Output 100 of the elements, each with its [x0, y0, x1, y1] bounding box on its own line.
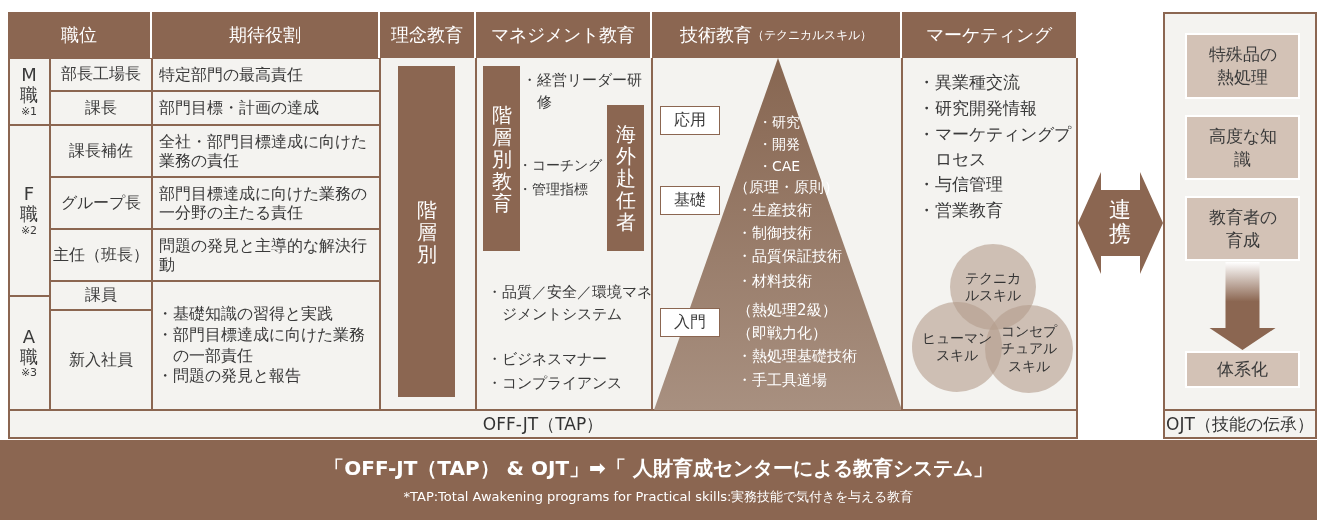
tag-text: 応用: [674, 110, 706, 131]
table-cell: [152, 125, 380, 177]
table-cell: [50, 310, 152, 410]
ojt-box: [1185, 351, 1300, 388]
arrow: [1078, 172, 1163, 274]
vertical-bar: [483, 66, 520, 251]
box-text: 特殊品の熱処理: [1207, 43, 1278, 89]
table-cell: [152, 229, 380, 281]
list-item: ・品質／安全／環境マネジメントシステム: [487, 282, 652, 325]
pyramid-text: ・研究: [758, 113, 800, 132]
vertical-bar: [607, 105, 644, 251]
table-cell: [8, 58, 50, 125]
cell-text: 部門目標達成に向けた業務の一分野の主たる責任: [159, 183, 368, 223]
cell-text: 部長工場長: [61, 64, 141, 85]
cell-text: F職: [19, 184, 39, 224]
level-tag: [660, 106, 720, 135]
cell-text: 新入社員: [69, 349, 133, 371]
header-text: マーケティング: [926, 23, 1052, 47]
pyramid-text: ・開発: [758, 135, 800, 154]
pyramid-text: ・生産技術: [737, 200, 812, 220]
arrow: [1209, 262, 1276, 350]
edge-label: 連携: [1108, 198, 1133, 247]
table-cell: [8, 125, 50, 296]
list-item: ・研究開発情報: [918, 97, 1038, 120]
cell-text: M職: [19, 65, 39, 105]
tag-text: 入門: [674, 312, 706, 333]
cell-text: ・問題の発見と報告: [157, 366, 301, 388]
box-text: 高度な知識: [1207, 124, 1278, 171]
header-cell: [902, 12, 1078, 58]
cell-text: 部門目標・計画の達成: [159, 98, 319, 118]
cell-text: ・基礎知識の習得と実践: [157, 303, 333, 325]
list-item: ・コンプライアンス: [487, 373, 623, 394]
pyramid-text: ・制御技術: [737, 223, 812, 243]
box-text: 体系化: [1217, 358, 1268, 381]
pyramid-text: （即戦力化）: [737, 323, 827, 343]
banner-note: *TAP:Total Awakening programs for Practical skills:実務技能で気付きを与える教育: [403, 487, 914, 506]
cell-text: グループ長: [61, 192, 141, 214]
circle-text: ヒューマンスキル: [922, 329, 992, 365]
list-item: ・コーチング: [518, 156, 603, 175]
section-label: OJT（技能の伝承）: [1165, 409, 1315, 437]
list-item: ・管理指標: [518, 180, 589, 199]
list-item: ・マーケティングプロセス: [918, 123, 1073, 171]
pyramid-text: ・CAE: [758, 157, 801, 176]
cell-text: ・部門目標達成に向けた業務の一部責任: [157, 324, 366, 367]
pyramid-text: ・熱処理基礎技術: [737, 346, 857, 366]
header-text: マネジメント教育: [491, 23, 635, 47]
header-text: 理念教育: [391, 23, 463, 47]
cell-text: ※1: [20, 104, 38, 118]
level-tag: [660, 308, 720, 337]
header-text: （テクニカルスキル）: [752, 26, 872, 44]
cell-text: 課長補佐: [69, 140, 133, 162]
table-cell: [152, 177, 380, 229]
box-text: 教育者の育成: [1207, 205, 1278, 252]
pyramid-text: ・品質保証技術: [737, 246, 842, 266]
bar-text: 階層別: [415, 198, 438, 265]
list-item: ・経営リーダー研修: [522, 70, 643, 113]
panel: [8, 12, 1078, 439]
bar-text: 階層別教育: [490, 103, 513, 214]
table-cell: [50, 229, 152, 281]
header-cell: [652, 12, 902, 58]
cell-text: A職: [19, 326, 39, 367]
list-item: ・異業種交流: [918, 71, 1021, 94]
cell-text: ※3: [20, 366, 38, 380]
panel: [1163, 12, 1317, 439]
header-cell: [476, 12, 652, 58]
header-text: 職位: [61, 23, 97, 47]
table-cell: [50, 58, 152, 91]
cell-text: 全社・部門目標達成に向けた業務の責任: [159, 131, 368, 171]
pyramid-text: ・手工具道場: [737, 370, 827, 390]
table-cell: [50, 125, 152, 177]
header-cell: [152, 12, 380, 58]
ojt-box: [1185, 115, 1300, 180]
header-cell: [8, 12, 152, 58]
pyramid-text: （熱処理2級）: [737, 300, 837, 320]
cell-text: 問題の発見と主導的な解決行動: [159, 235, 368, 275]
vertical-bar: [398, 66, 455, 397]
table-cell: [152, 91, 380, 125]
cell-text: 課員: [85, 285, 117, 306]
circle-text: コンセプチュアルスキル: [1000, 322, 1059, 376]
cell-text: 課長: [85, 97, 117, 119]
cell-text: ※2: [20, 223, 38, 237]
circle-text: テクニカルスキル: [964, 269, 1022, 305]
table-cell: [50, 177, 152, 229]
header-cell: [380, 12, 476, 58]
cell-text: 主任（班長）: [53, 244, 149, 266]
banner-title: 「OFF-JT（TAP） & OJT」➡「 人財育成センターによる教育システム」: [324, 454, 993, 482]
table-cell: [8, 296, 50, 410]
list-item: ・与信管理: [918, 173, 1004, 196]
tag-text: 基礎: [674, 190, 706, 211]
ojt-box: [1185, 33, 1300, 99]
bar-text: 海外赴任者: [614, 123, 637, 233]
table-cell: [152, 58, 380, 91]
pyramid-text: （原理・原則）: [734, 177, 839, 197]
table-cell: [50, 91, 152, 125]
list-item: ・ビジネスマナー: [487, 349, 608, 370]
level-tag: [660, 186, 720, 215]
header-text: 期待役割: [229, 23, 301, 47]
table-cell: [50, 281, 152, 310]
cell-text: 特定部門の最高責任: [159, 64, 303, 85]
ojt-box: [1185, 196, 1300, 261]
